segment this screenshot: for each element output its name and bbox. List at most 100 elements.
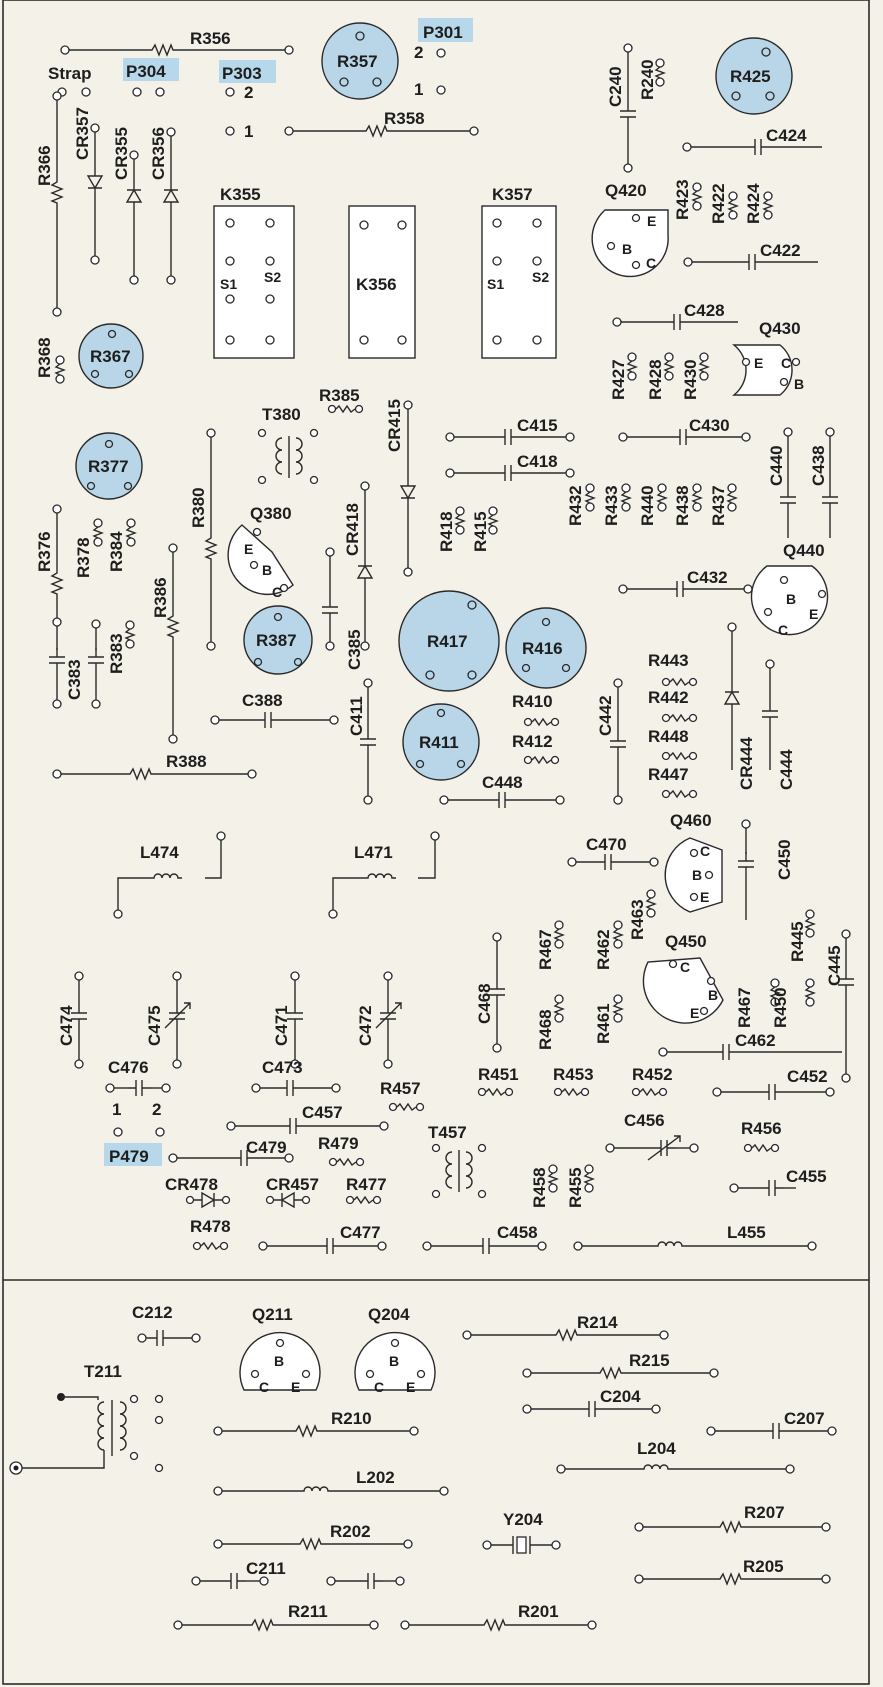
label-r479: R479 [318, 1134, 359, 1153]
pin-one: 1 [112, 1100, 121, 1119]
resistor-r458 [548, 1164, 558, 1193]
label-r215: R215 [629, 1351, 670, 1370]
resistor-r445 [805, 909, 815, 938]
label-r425: R425 [730, 67, 771, 86]
pin-b: B [708, 987, 718, 1003]
label-r447: R447 [648, 765, 689, 784]
potentiometer-r417 [398, 590, 500, 692]
resistor-r428 [664, 352, 674, 381]
label-c455: C455 [786, 1167, 827, 1186]
label-r384: R384 [107, 531, 126, 572]
transistor-q420 [591, 209, 669, 278]
pin-c: C [680, 959, 690, 975]
resistor-r210 [291, 1425, 321, 1437]
resistor-r207 [715, 1521, 745, 1533]
label-r433: R433 [602, 485, 621, 526]
inductor-l474 [149, 873, 183, 879]
label-r376: R376 [35, 531, 54, 572]
label-r478: R478 [190, 1217, 231, 1236]
label-c456: C456 [624, 1111, 665, 1130]
label-q420: Q420 [605, 181, 647, 200]
label-r367: R367 [90, 347, 131, 366]
label-r417: R417 [427, 632, 468, 651]
capacitor-c211 [221, 1572, 247, 1590]
resistor-r437 [727, 483, 737, 512]
label-c472: C472 [356, 1005, 375, 1046]
label-r463: R463 [628, 899, 647, 940]
capacitor-c212 [147, 1329, 173, 1347]
label-r440: R440 [638, 485, 657, 526]
label-strap: Strap [48, 64, 91, 83]
label-l202: L202 [356, 1468, 395, 1487]
label-c411: C411 [347, 696, 366, 736]
pin-c: C [781, 355, 791, 371]
label-r445: R445 [788, 921, 807, 962]
label-c211: C211 [246, 1559, 286, 1578]
resistor-r385 [354, 404, 364, 414]
label-r452: R452 [632, 1065, 673, 1084]
label-c474: C474 [57, 1005, 76, 1046]
pin-b: B [274, 1353, 284, 1369]
label-cr355: CR355 [112, 127, 131, 180]
label-r356: R356 [190, 29, 231, 48]
label-q204: Q204 [368, 1305, 410, 1324]
transformer-t457 [431, 1143, 487, 1199]
label-r202: R202 [330, 1522, 371, 1541]
label-r211: R211 [288, 1602, 328, 1621]
p301-highlight [418, 18, 473, 42]
pin-one: 1 [414, 80, 423, 99]
potentiometer-r416 [505, 607, 587, 689]
transformer-t380 [257, 428, 319, 485]
capacitor-c458 [473, 1237, 499, 1255]
label-c240: C240 [606, 66, 625, 107]
diode-cr418 [357, 557, 373, 587]
label-r455: R455 [566, 1167, 585, 1208]
label-r442: R442 [648, 688, 689, 707]
pin-c: C [374, 1379, 384, 1395]
resistor-r432 [585, 483, 595, 512]
pin-two: 2 [244, 83, 253, 102]
label-r380: R380 [189, 487, 208, 528]
resistor-r433 [621, 483, 631, 512]
label-l474: L474 [140, 843, 179, 862]
resistor-r450 [805, 978, 815, 1007]
resistor-r214 [551, 1329, 581, 1341]
relay-k356 [348, 205, 416, 359]
p304-highlight [123, 58, 179, 81]
label-q450: Q450 [665, 932, 707, 951]
label-r427: R427 [609, 359, 628, 400]
capacitor-c450 [737, 851, 755, 877]
label-c207: C207 [784, 1409, 825, 1428]
capacitor-c383 [87, 647, 105, 673]
pin-s1: S1 [487, 276, 504, 292]
label-r377: R377 [88, 457, 129, 476]
label-r412: R412 [512, 732, 553, 751]
pin-c: C [259, 1379, 269, 1395]
label-r207: R207 [744, 1503, 785, 1522]
resistor-r456 [743, 1143, 780, 1153]
label-cr457: CR457 [266, 1175, 319, 1194]
label-r410: R410 [512, 692, 553, 711]
label-c385: C385 [345, 629, 364, 670]
label-r437: R437 [709, 485, 728, 526]
label-k357: K357 [492, 185, 533, 204]
transistor-q450 [642, 957, 724, 1024]
label-k355: K355 [220, 185, 261, 204]
label-c477: C477 [340, 1223, 381, 1242]
label-cr444: CR444 [737, 737, 756, 790]
capacitor-c476 [126, 1079, 152, 1097]
label-r386: R386 [151, 577, 170, 618]
label-c418: C418 [517, 452, 558, 471]
pin-s2: S2 [264, 269, 281, 285]
label-r385: R385 [319, 386, 360, 405]
label-c448: C448 [482, 773, 523, 792]
pin-b: B [622, 241, 632, 257]
label-y204: Y204 [503, 1510, 543, 1529]
pin-two: 2 [414, 43, 423, 62]
resistor-r455 [584, 1164, 594, 1193]
label-r205: R205 [743, 1557, 784, 1576]
label-r383: R383 [107, 633, 126, 674]
label-c212: C212 [132, 1303, 173, 1322]
label-r450: R450 [771, 987, 790, 1028]
pin-e: E [244, 541, 253, 557]
